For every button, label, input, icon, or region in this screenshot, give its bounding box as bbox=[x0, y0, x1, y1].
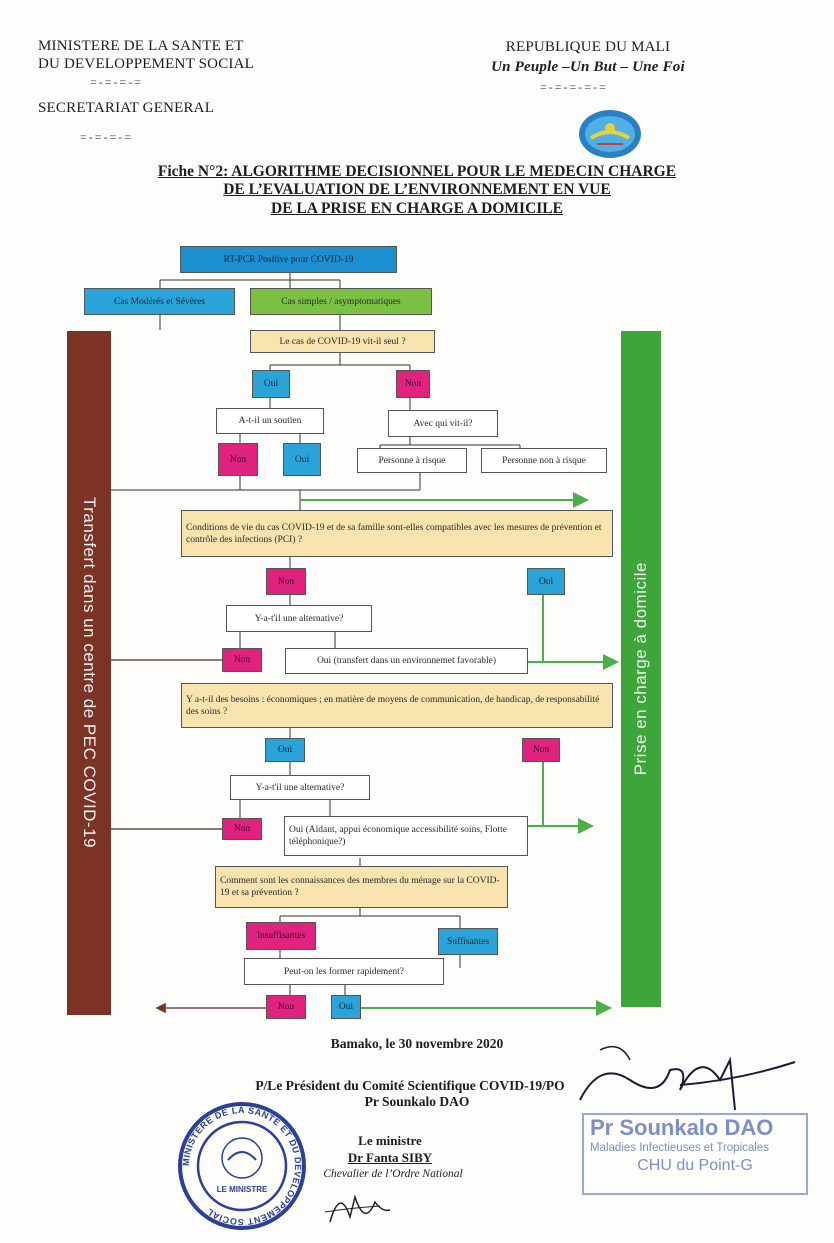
answer-no-alternative-1: Non bbox=[222, 648, 262, 672]
ministry-seal: MINISTERE DE LA SANTE ET DU DEVELOPPEMEN… bbox=[176, 1100, 308, 1237]
answer-yes-support: Oui bbox=[283, 443, 321, 476]
question-living-conditions: Conditions de vie du cas COVID-19 et de … bbox=[181, 510, 613, 557]
answer-yes-lives-alone: Oui bbox=[252, 370, 290, 398]
answer-yes-living-conditions: Oui bbox=[527, 568, 565, 595]
answer-no-needs: Non bbox=[522, 738, 560, 762]
answer-no-support: Non bbox=[218, 443, 258, 476]
answer-yes-transfer: Oui (transfert dans un environnemet favo… bbox=[285, 648, 528, 674]
question-alternative-1: Y-a-t'il une alternative? bbox=[226, 605, 372, 632]
person-not-at-risk: Personne non à risque bbox=[481, 448, 607, 473]
answer-insufficient: Insuffisantes bbox=[246, 922, 316, 950]
question-knowledge: Comment sont les connaissances des membr… bbox=[215, 866, 508, 908]
start-node-rt-pcr: RT-PCR Positive pour COVID-19 bbox=[180, 246, 397, 273]
right-divider: =-=-=-=-= bbox=[540, 80, 608, 94]
committee-president-title: P/Le Président du Comité Scientifique CO… bbox=[255, 1078, 565, 1093]
minister-name: Dr Fanta SIBY bbox=[347, 1150, 433, 1165]
question-lives-alone: Le cas de COVID-19 vit-il seul ? bbox=[250, 330, 435, 353]
question-train-quickly: Peut-on les former rapidement? bbox=[244, 958, 444, 985]
page-title-line-1: Fiche N°2: ALGORITHME DECISIONNEL POUR L… bbox=[157, 163, 677, 180]
page-title-line-2: DE L’EVALUATION DE L’ENVIRONNEMENT EN VU… bbox=[223, 181, 611, 198]
committee-signature bbox=[560, 1040, 800, 1125]
left-divider: =-=-=-= bbox=[90, 75, 144, 89]
place-and-date: Bamako, le 30 novembre 2020 bbox=[330, 1036, 504, 1051]
minister-honor: Chevalier de l’Ordre National bbox=[323, 1168, 463, 1180]
page-title-line-3: DE LA PRISE EN CHARGE A DOMICILE bbox=[271, 200, 563, 217]
svg-text:LE MINISTRE: LE MINISTRE bbox=[217, 1185, 268, 1194]
answer-no-alternative-2: Non bbox=[222, 818, 262, 840]
answer-no-living-conditions: Non bbox=[266, 568, 306, 595]
secretariat: SECRETARIAT GENERAL bbox=[38, 100, 215, 116]
answer-yes-train: Oui bbox=[331, 995, 361, 1019]
republic-name: REPUBLIQUE DU MALI bbox=[505, 39, 671, 55]
left-divider-2: =-=-=-= bbox=[80, 130, 134, 144]
national-motto: Un Peuple –Un But – Une Foi bbox=[491, 59, 685, 75]
left-bar-transfer: Transfert dans un centre de PEC COVID-19 bbox=[67, 331, 111, 1015]
question-lives-with-whom: Avec qui vit-il? bbox=[388, 410, 498, 437]
answer-sufficient: Suffisantes bbox=[438, 928, 498, 955]
coat-of-arms-logo bbox=[577, 108, 643, 165]
question-needs: Y a-t-il des besoins : économiques ; en … bbox=[181, 683, 613, 728]
answer-no-train: Non bbox=[266, 995, 306, 1019]
committee-president-name: Pr Sounkalo DAO bbox=[364, 1094, 470, 1109]
question-alternative-2: Y-a-t'il une alternative? bbox=[230, 775, 370, 800]
question-has-support: A-t-il un soutien bbox=[216, 408, 324, 434]
answer-no-lives-alone: Non bbox=[396, 370, 430, 398]
committee-stamp: Pr Sounkalo DAO Maladies Infectieuses et… bbox=[582, 1113, 808, 1195]
minister-signature bbox=[320, 1182, 400, 1237]
minister-title: Le ministre bbox=[358, 1133, 422, 1148]
answer-yes-needs: Oui bbox=[265, 738, 305, 762]
answer-yes-aid: Oui (Aidant, appui économique accessibil… bbox=[284, 816, 528, 856]
moderate-severe-cases: Cas Modérés et Sévères bbox=[84, 288, 235, 315]
ministry-name: MINISTERE DE LA SANTE ET DU DEVELOPPEMEN… bbox=[38, 38, 254, 72]
right-bar-home-care: Prise en charge à domicile bbox=[621, 331, 661, 1007]
simple-asymptomatic-cases: Cas simples / asymptomatiques bbox=[250, 288, 432, 315]
person-at-risk: Personne à risque bbox=[357, 448, 467, 473]
